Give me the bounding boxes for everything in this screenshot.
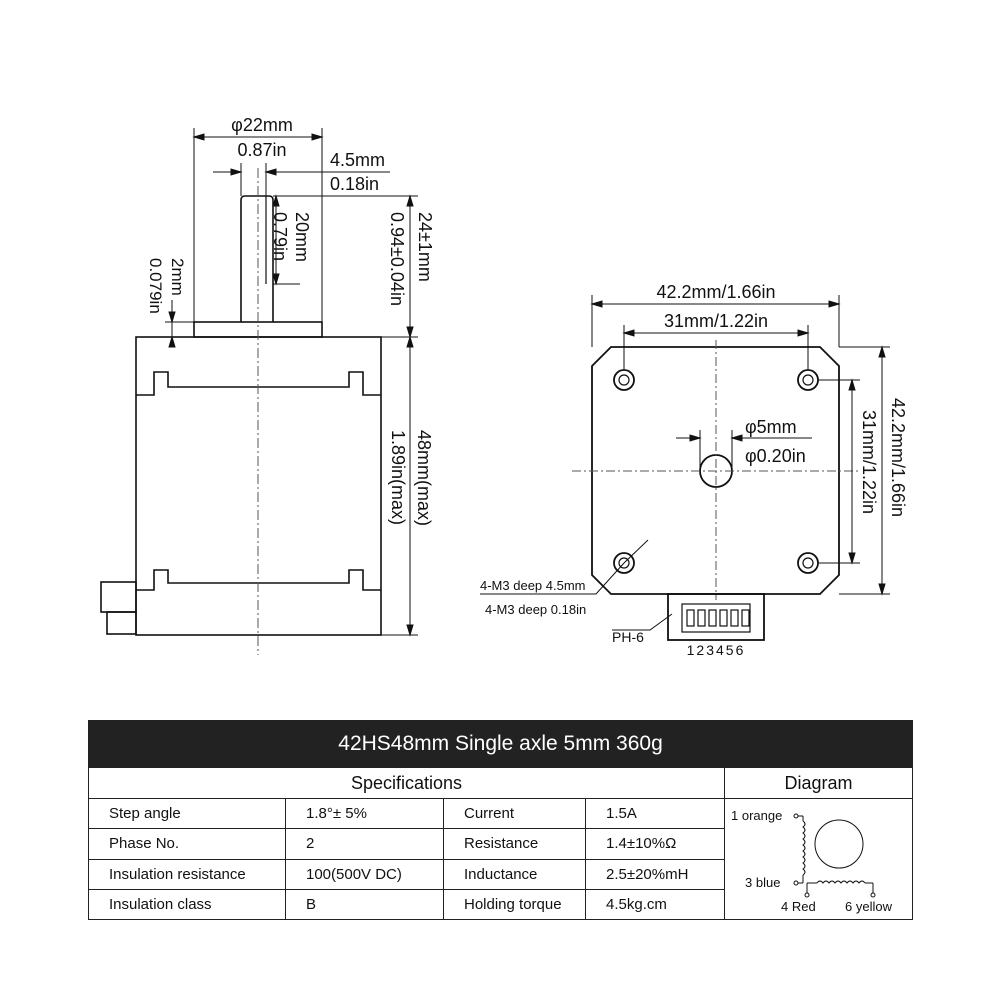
spec-label: Insulation class — [88, 888, 286, 921]
mounting-hole-top-left — [613, 369, 635, 391]
body-length-mm-label: 48mm(max) — [414, 430, 434, 526]
shaft-length-mm-label: 24±1mm — [415, 212, 435, 282]
wiring-diagram: 1 orange 3 blue 4 Red 6 yellow — [731, 808, 893, 914]
connector-label: PH-6 — [612, 629, 644, 645]
boss-height-mm-label: 2mm — [168, 258, 187, 296]
front-plate-outline — [591, 346, 840, 595]
table-row: Insulation class B Holding torque 4.5kg.… — [88, 888, 913, 921]
spec-value: 4.5kg.cm — [585, 888, 725, 921]
side-connector — [100, 581, 137, 613]
flat-length-mm-label: 20mm — [292, 212, 312, 262]
flat-length-in-label: 0.79in — [270, 212, 290, 261]
shaft-outer-diameter-in-label: 0.87in — [237, 140, 286, 160]
spec-value: 100(500V DC) — [285, 858, 444, 890]
thread-mm-label: 4-M3 deep 4.5mm — [480, 578, 586, 593]
technical-drawing: φ22mm 0.87in 4.5mm 0.18in 24±1mm 0.94±0.… — [100, 115, 908, 658]
front-hole-spacing-h-label: 31mm/1.22in — [664, 311, 768, 331]
boss-height-in-label: 0.079in — [146, 258, 165, 314]
shaft — [240, 195, 274, 322]
shaft-flat-in-label: 0.18in — [330, 174, 379, 194]
side-connector-lower — [106, 611, 137, 635]
spec-value: B — [285, 888, 444, 921]
front-connector-inner — [681, 603, 751, 633]
spec-table: 42HS48mm Single axle 5mm 360g Specificat… — [87, 720, 914, 921]
wire-1-label: 1 orange — [731, 808, 782, 823]
body-length-in-label: 1.89in(max) — [388, 430, 408, 525]
shaft-flat-mm-label: 4.5mm — [330, 150, 385, 170]
thread-in-label: 4-M3 deep 0.18in — [485, 602, 586, 617]
spec-title-row: 42HS48mm Single axle 5mm 360g — [87, 720, 914, 768]
wire-3-label: 3 blue — [745, 875, 780, 890]
spec-label: Current — [443, 797, 586, 830]
front-hole-spacing-v-label: 31mm/1.22in — [859, 410, 879, 514]
rotor-circle — [814, 819, 864, 869]
connector-pins — [686, 609, 750, 627]
mounting-hole-top-right — [797, 369, 819, 391]
spec-value: 1.8°± 5% — [285, 797, 444, 830]
coil-b — [816, 880, 866, 884]
diagram-header: Diagram — [723, 767, 914, 799]
front-shaft-diameter-in-label: φ0.20in — [745, 446, 806, 466]
front-width-label: 42.2mm/1.66in — [656, 282, 775, 302]
spec-label: Resistance — [443, 828, 586, 860]
table-row: Phase No. 2 Resistance 1.4±10%Ω — [88, 828, 913, 860]
spec-label: Phase No. — [88, 828, 286, 860]
coil-a — [802, 820, 806, 876]
shaft-outer-diameter-mm-label: φ22mm — [231, 115, 293, 135]
spec-label: Step angle — [88, 797, 286, 830]
connector-pin-numbers: 123456 — [687, 642, 746, 658]
wiring-diagram-cell: 1 orange 3 blue 4 Red 6 yellow — [723, 798, 914, 920]
front-center-lines — [572, 340, 860, 600]
shaft-length-in-label: 0.94±0.04in — [387, 212, 407, 306]
mounting-hole-bottom-right — [797, 552, 819, 574]
specifications-header: Specifications — [88, 767, 725, 799]
spec-label: Insulation resistance — [88, 858, 286, 890]
spec-label: Holding torque — [443, 888, 586, 921]
front-height-label: 42.2mm/1.66in — [888, 398, 908, 517]
table-row: Insulation resistance 100(500V DC) Induc… — [88, 858, 913, 890]
side-view — [100, 195, 382, 636]
spec-value: 1.5A — [585, 797, 725, 830]
spec-header-row: Specifications Diagram — [88, 767, 914, 799]
wire-4-label: 4 Red — [781, 899, 816, 914]
mounting-hole-bottom-left — [613, 552, 635, 574]
front-dimension-lines — [480, 295, 890, 631]
front-shaft-diameter-mm-label: φ5mm — [745, 417, 797, 437]
side-dimension-lines — [165, 128, 418, 637]
spec-label: Inductance — [443, 858, 586, 890]
spec-value: 2.5±20%mH — [585, 858, 725, 890]
spec-title: 42HS48mm Single axle 5mm 360g — [87, 720, 914, 768]
spec-value: 2 — [285, 828, 444, 860]
spec-value: 1.4±10%Ω — [585, 828, 725, 860]
table-row: Step angle 1.8°± 5% Current 1.5A — [88, 797, 914, 920]
wire-6-label: 6 yellow — [845, 899, 893, 914]
